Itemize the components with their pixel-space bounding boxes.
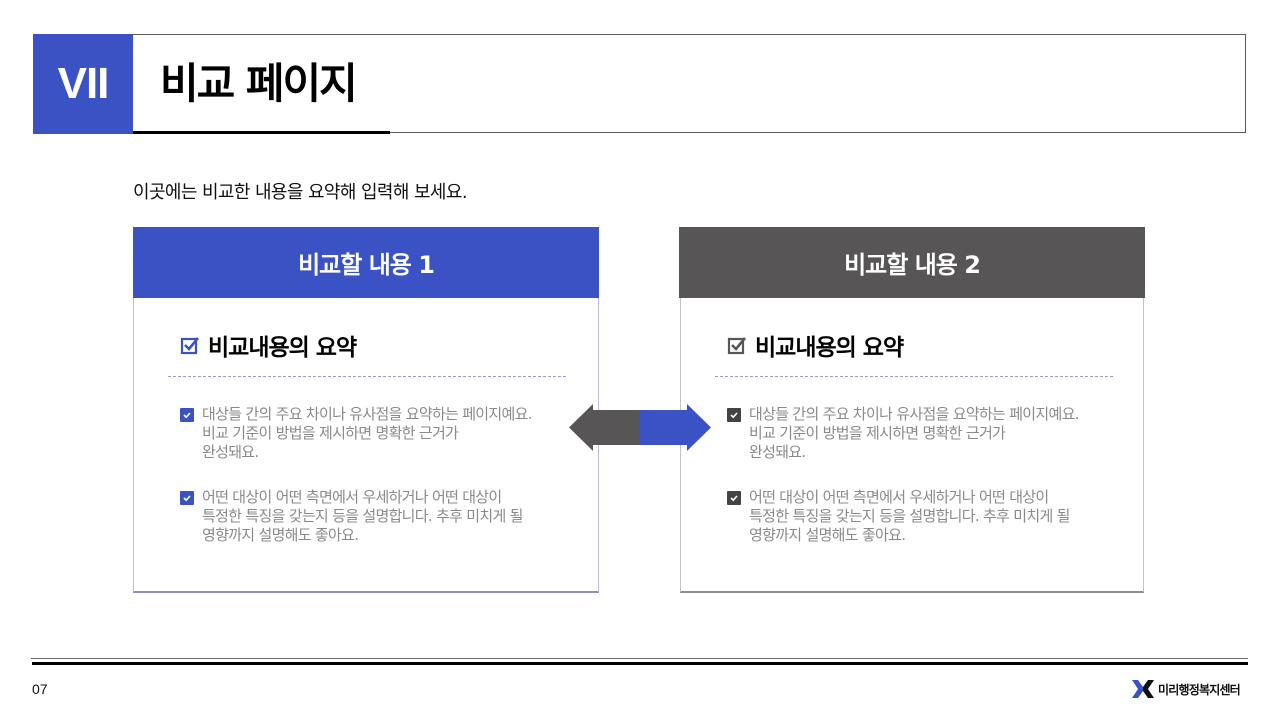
comparison-card-2: 비교할 내용 2 비교내용의 요약 대상들 간의 주요 차이나 유사점을 요약하… — [679, 227, 1145, 593]
summary-heading-text: 비교내용의 요약 — [755, 335, 904, 361]
card-title: 비교할 내용 1 — [298, 251, 435, 279]
intro-text: 이곳에는 비교한 내용을 요약해 입력해 보세요. — [133, 182, 468, 203]
footer-divider-thin — [31, 658, 1248, 659]
list-item: 대상들 간의 주요 차이나 유사점을 요약하는 페이지예요. 비교 기준이 방법… — [727, 405, 1127, 462]
list-item: 어떤 대상이 어떤 측면에서 우세하거나 어떤 대상이 특정한 특징을 갖는지 … — [180, 488, 580, 545]
list-item: 어떤 대상이 어떤 측면에서 우세하거나 어떤 대상이 특정한 특징을 갖는지 … — [727, 488, 1127, 545]
dashed-divider — [168, 376, 566, 377]
bullet-text: 어떤 대상이 어떤 측면에서 우세하거나 어떤 대상이 특정한 특징을 갖는지 … — [749, 488, 1070, 544]
double-arrow-icon — [569, 404, 711, 451]
chapter-badge: VII — [33, 34, 133, 134]
page-title: 비교 페이지 — [160, 59, 358, 108]
bullet-text: 대상들 간의 주요 차이나 유사점을 요약하는 페이지예요. 비교 기준이 방법… — [749, 405, 1079, 461]
card-body: 비교내용의 요약 대상들 간의 주요 차이나 유사점을 요약하는 페이지예요. … — [680, 298, 1144, 593]
bullet-text: 대상들 간의 주요 차이나 유사점을 요약하는 페이지예요. 비교 기준이 방법… — [202, 405, 532, 461]
chapter-number: VII — [57, 59, 110, 108]
brand-name: 미리행정복지센터 — [1158, 682, 1241, 697]
dashed-divider — [715, 376, 1113, 377]
checkbox-checked-icon — [727, 408, 741, 422]
brand-logo: 미리행정복지센터 — [1132, 680, 1241, 698]
bullet-list: 대상들 간의 주요 차이나 유사점을 요약하는 페이지예요. 비교 기준이 방법… — [180, 405, 580, 571]
card-title: 비교할 내용 2 — [844, 251, 981, 279]
summary-heading: 비교내용의 요약 — [180, 328, 357, 362]
card-header: 비교할 내용 2 — [679, 227, 1145, 298]
card-body: 비교내용의 요약 대상들 간의 주요 차이나 유사점을 요약하는 페이지예요. … — [133, 298, 599, 593]
bullet-list: 대상들 간의 주요 차이나 유사점을 요약하는 페이지예요. 비교 기준이 방법… — [727, 405, 1127, 571]
checkbox-checked-icon — [180, 408, 194, 422]
card-header: 비교할 내용 1 — [133, 227, 599, 298]
comparison-card-1: 비교할 내용 1 비교내용의 요약 대상들 간의 주요 차이나 유사점을 요약하… — [133, 227, 599, 593]
bullet-text: 어떤 대상이 어떤 측면에서 우세하거나 어떤 대상이 특정한 특징을 갖는지 … — [202, 488, 523, 544]
list-item: 대상들 간의 주요 차이나 유사점을 요약하는 페이지예요. 비교 기준이 방법… — [180, 405, 580, 462]
checkbox-checked-icon — [727, 491, 741, 505]
summary-heading: 비교내용의 요약 — [727, 328, 904, 362]
x-logo-icon — [1132, 680, 1154, 698]
checkbox-checked-icon — [180, 491, 194, 505]
footer-divider-thick — [32, 662, 1248, 665]
title-underline — [133, 131, 390, 134]
page-number: 07 — [32, 681, 48, 697]
summary-heading-text: 비교내용의 요약 — [208, 335, 357, 361]
checkbox-outline-icon — [180, 337, 200, 355]
checkbox-outline-icon — [727, 337, 747, 355]
